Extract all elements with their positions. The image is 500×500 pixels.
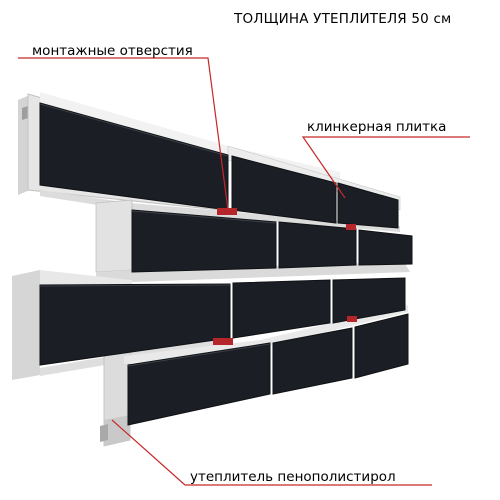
tile	[354, 313, 409, 379]
tile	[358, 229, 413, 266]
mount-hole	[347, 316, 357, 322]
tile	[127, 342, 271, 426]
clinker-tiles	[39, 102, 413, 426]
tile	[337, 182, 399, 229]
label-insulation: утеплитель пенополистирол	[190, 469, 396, 485]
mount-hole	[217, 208, 237, 215]
leader-lines	[18, 57, 470, 486]
tile	[278, 221, 357, 269]
leader-insulation	[111, 419, 432, 486]
diagram-title: ТОЛЩИНА УТЕПЛИТЕЛЯ 50 см	[233, 11, 451, 27]
mount-hole	[213, 338, 233, 345]
mount-holes	[213, 208, 357, 345]
tile	[272, 327, 353, 395]
tile	[131, 209, 277, 273]
tile	[232, 279, 331, 339]
foam-panel-lower	[12, 199, 410, 447]
mount-hole	[346, 224, 356, 230]
label-clinker-tile: клинкерная плитка	[307, 119, 446, 135]
leader-holes	[18, 57, 229, 211]
tile	[332, 277, 406, 324]
label-mount-holes: монтажные отверстия	[32, 43, 193, 59]
tile	[231, 155, 337, 224]
leader-tile	[301, 136, 470, 199]
